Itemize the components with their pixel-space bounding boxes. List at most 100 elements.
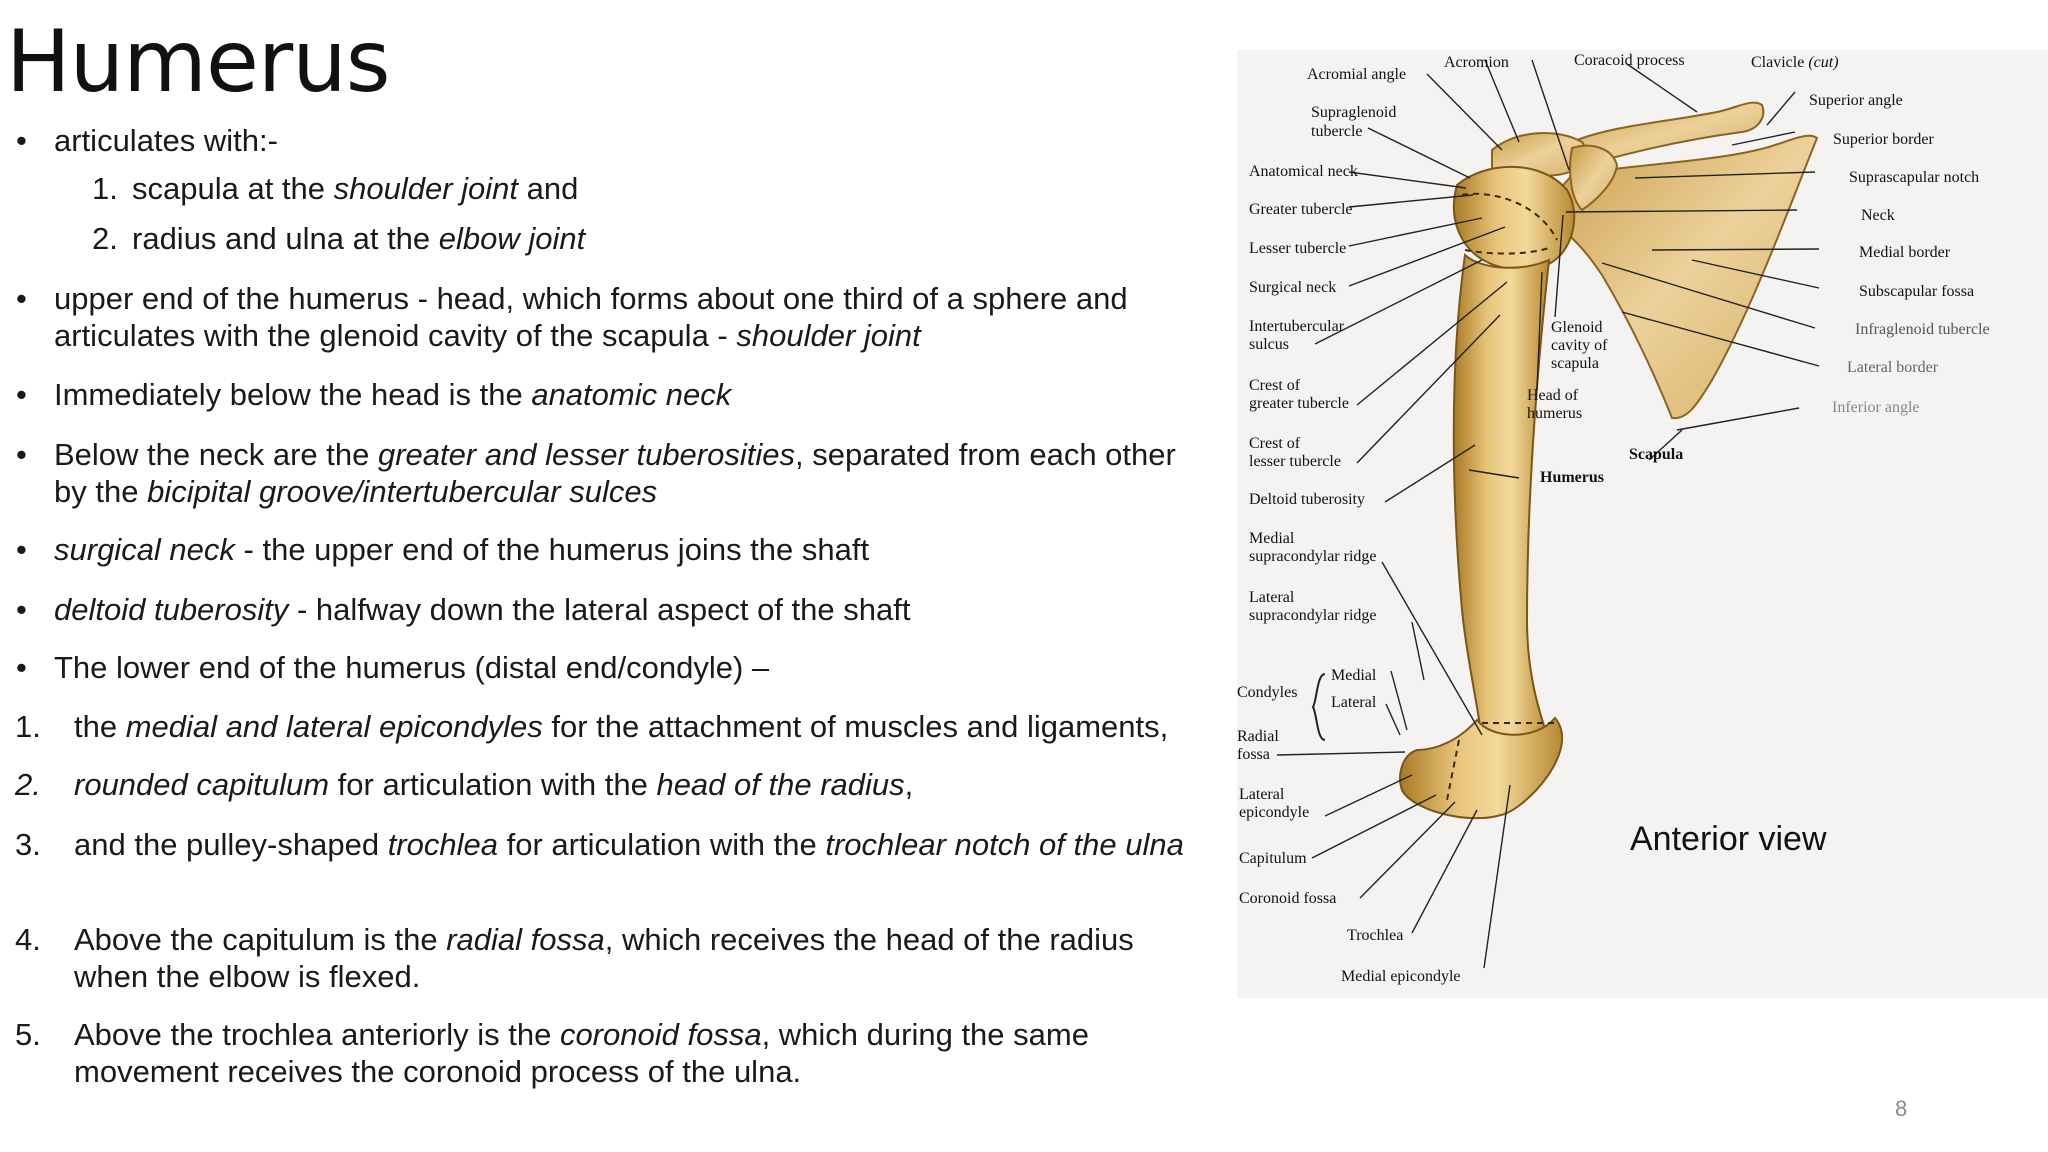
numbered-item-number: 4. [15,922,41,957]
label-glenoid-line-3: scapula [1551,355,1599,372]
bullet-text: Below the neck are the greater and lesse… [54,436,1215,510]
italic-term: bicipital groove/intertubercular sulces [147,474,658,509]
numbered-item-number: 5. [15,1017,41,1052]
label-infraglenoid-tubercle: Infraglenoid tubercle [1855,321,1990,338]
numbered-item-number: 2. [15,767,41,802]
text-run: Immediately below the head is the [54,377,532,412]
label-lateral-border: Lateral border [1847,359,1939,376]
label-lateral-epicondyle-line-2: epicondyle [1239,804,1309,821]
text-run: , which during the same movement receive… [74,1017,1089,1089]
text-run: articulates with:- [54,123,278,158]
italic-term: greater and lesser tuberosities [377,437,795,472]
text-run: for articulation with the [329,767,657,802]
bullet-mark: • [16,377,27,412]
clavicle-bone [1575,101,1765,164]
label-condyles: Condyles [1237,684,1297,701]
label-supraglenoid-line-1: Supraglenoid [1311,104,1396,121]
italic-term: medial and lateral epicondyles [125,709,543,744]
italic-term: coronoid fossa [559,1017,762,1052]
label-scapula: Scapula [1629,446,1683,463]
text-run: Below the neck are the [54,437,378,472]
surgical-neck-line [1464,247,1550,255]
figure-caption: Anterior view [1630,820,1827,858]
italic-term: head of the radius [656,767,905,802]
text-run: , separated from each other by the [54,437,1176,509]
bullet-mark: • [16,592,27,627]
italic-term: rounded capitulum [74,767,330,802]
text-run: scapula at the [132,171,334,206]
humerus-scapula-illustration: Acromial angle Acromion Coracoid process… [1237,52,1990,985]
label-intertubercular-line-2: sulcus [1249,336,1289,353]
text-run: - halfway down the lateral aspect of the… [288,592,911,627]
label-coracoid-process: Coracoid process [1574,52,1685,69]
text-run: radius and ulna at the [132,221,439,256]
text-run: Above the trochlea anteriorly is the [74,1017,560,1052]
label-neck: Neck [1861,207,1895,224]
italic-term: trochlear notch of the ulna [825,827,1184,862]
label-medial-supracondylar-line-2: supracondylar ridge [1249,548,1377,565]
label-trochlea: Trochlea [1347,927,1403,944]
text-run: Above the capitulum is the [74,922,447,957]
label-capitulum: Capitulum [1239,850,1307,867]
numbered-item-text: the medial and lateral epicondyles for t… [74,708,1215,745]
label-radial-fossa-line-2: fossa [1237,746,1270,763]
label-glenoid-line-1: Glenoid [1551,319,1603,336]
bullet-text: upper end of the humerus - head, which f… [54,280,1215,354]
label-suprascapular-notch: Suprascapular notch [1849,169,1979,186]
page-number: 8 [1895,1096,1908,1121]
coracoid-bone [1569,144,1619,212]
humerus-head [1452,165,1576,271]
label-medial-border: Medial border [1859,244,1951,261]
numbered-item-text: Above the capitulum is the radial fossa,… [74,921,1215,995]
bullet-mark: • [16,532,27,567]
numbered-item-number: 1. [15,709,41,744]
bullet-text: The lower end of the humerus (distal end… [54,649,1215,686]
sub-item-text: radius and ulna at the elbow joint [132,220,1215,257]
numbered-item-text: Above the trochlea anteriorly is the cor… [74,1016,1215,1090]
text-run: - the upper end of the humerus joins the… [234,532,870,567]
italic-term: shoulder joint [333,171,519,206]
condyle-line [1446,722,1555,801]
label-acromion: Acromion [1444,54,1509,71]
label-lateral-epicondyle-line-1: Lateral [1239,786,1285,803]
label-crest-lesser-line-2: lesser tubercle [1249,453,1341,470]
label-crest-lesser-line-1: Crest of [1249,435,1301,452]
text-run: and the pulley-shaped [74,827,388,862]
bullet-text: deltoid tuberosity - halfway down the la… [54,591,1215,628]
humerus-shaft [1452,253,1551,742]
label-subscapular-fossa: Subscapular fossa [1859,283,1974,300]
sub-item-text: scapula at the shoulder joint and [132,170,1215,207]
label-superior-border: Superior border [1833,131,1935,148]
bullet-mark: • [16,437,27,472]
text-run: the [74,709,126,744]
label-lateral-condyle: Lateral [1331,694,1377,711]
label-greater-tubercle: Greater tubercle [1249,201,1352,218]
label-clavicle: Clavicle (cut) [1751,54,1839,71]
condyles-brace [1311,673,1326,741]
text-run: , which receives the head of the radius … [74,922,1134,994]
label-crest-greater-line-1: Crest of [1249,377,1301,394]
text-run: upper end of the humerus - head, which f… [54,281,1128,353]
label-glenoid-line-2: cavity of [1551,337,1608,354]
label-head-humerus-line-1: Head of [1527,387,1579,404]
numbered-item-number: 3. [15,827,41,862]
text-run: and [518,171,579,206]
label-crest-greater-line-2: greater tubercle [1249,395,1349,412]
label-acromial-angle: Acromial angle [1307,66,1406,83]
label-medial-supracondylar-line-1: Medial [1249,530,1295,547]
label-lesser-tubercle: Lesser tubercle [1249,240,1346,257]
label-deltoid-tuberosity: Deltoid tuberosity [1249,491,1365,508]
sub-item-number: 1. [92,171,118,206]
label-intertubercular-line-1: Intertubercular [1249,318,1345,335]
scapula-bone [1535,134,1819,420]
numbered-item-text: rounded capitulum for articulation with … [74,766,1215,803]
label-superior-angle: Superior angle [1809,92,1903,109]
sub-item-number: 2. [92,221,118,256]
italic-term: anatomic neck [531,377,732,412]
bullet-mark: • [16,281,27,316]
label-medial-condyle: Medial [1331,667,1377,684]
italic-term: deltoid tuberosity [54,592,289,627]
label-lateral-supracondylar-line-2: supracondylar ridge [1249,607,1377,624]
text-run: for the attachment of muscles and ligame… [542,709,1169,744]
italic-term: shoulder joint [736,318,921,353]
